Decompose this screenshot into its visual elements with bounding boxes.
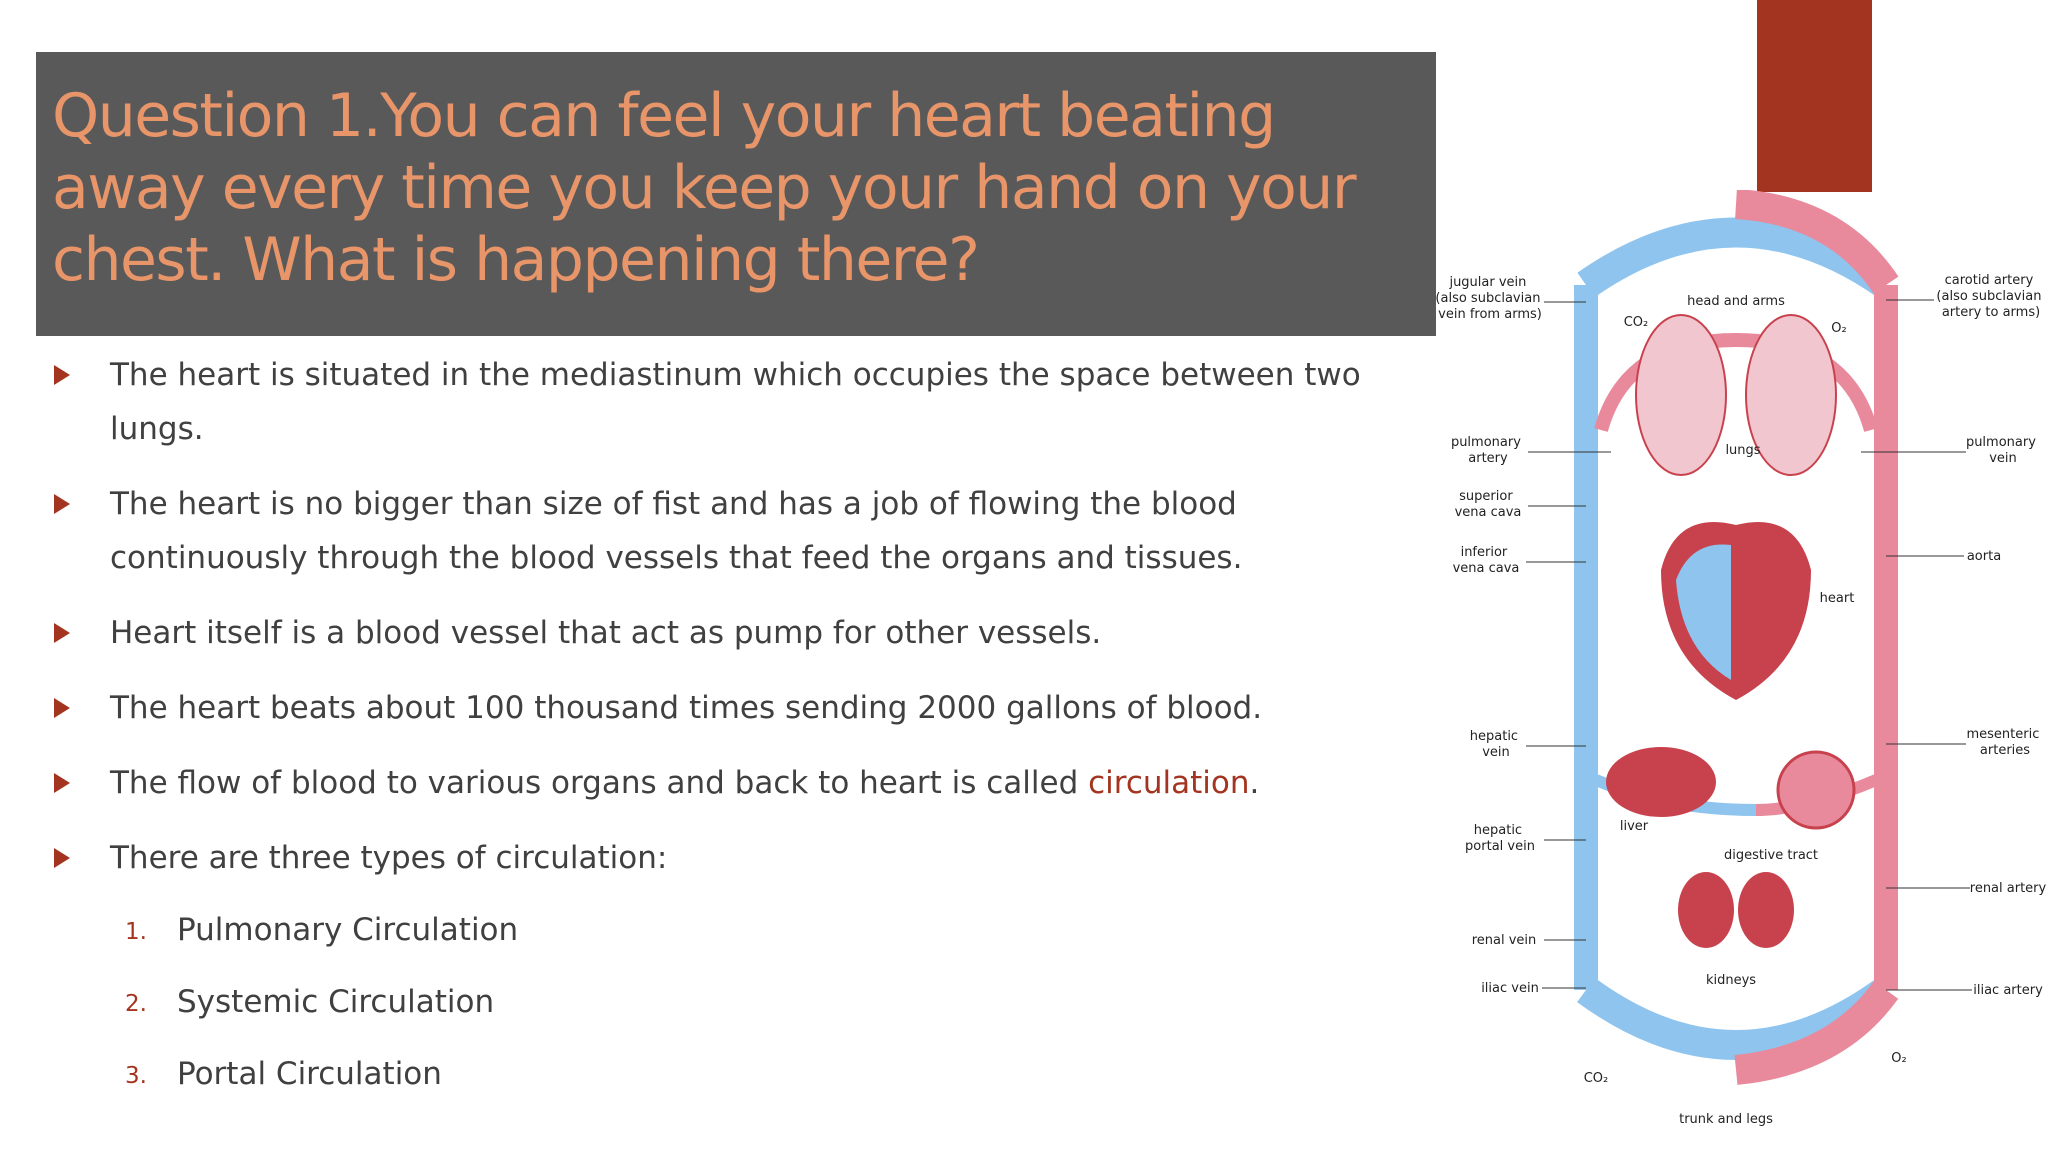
item-text: Systemic Circulation [177, 984, 495, 1020]
bullet-item: Heart itself is a blood vessel that act … [50, 606, 1380, 660]
label-iliac-artery: iliac artery [1973, 983, 2043, 998]
label-head-and-arms: head and arms [1687, 294, 1785, 309]
accent-bar [1757, 0, 1872, 192]
label-inferior-vena-cava: inferior vena cava [1453, 545, 1520, 576]
item-text: Portal Circulation [177, 1056, 442, 1092]
legs-capillary-bed [1577, 977, 1899, 1085]
label-superior-vena-cava: superior vena cava [1455, 489, 1522, 520]
circulation-diagram: jugular vein (also subclavian vein from … [1436, 190, 2047, 1127]
label-hepatic-portal-vein: hepatic portal vein [1465, 823, 1535, 854]
label-iliac-vein: iliac vein [1481, 981, 1539, 996]
label-renal-artery: renal artery [1970, 881, 2047, 896]
bullet-item: There are three types of circulation: [50, 831, 1380, 885]
bullet-text: There are three types of circulation: [110, 840, 668, 876]
bullet-text: Heart itself is a blood vessel that act … [110, 615, 1102, 651]
numbered-item: 3. Portal Circulation [125, 1044, 518, 1116]
label-co2-top: CO₂ [1624, 315, 1649, 330]
bullet-list: The heart is situated in the mediastinum… [50, 348, 1380, 906]
numbered-list: 1. Pulmonary Circulation 2. Systemic Cir… [125, 900, 518, 1116]
bullet-item: The heart beats about 100 thousand times… [50, 681, 1380, 735]
numbered-item: 1. Pulmonary Circulation [125, 900, 518, 972]
label-aorta: aorta [1967, 549, 2001, 564]
label-co2-bottom: CO₂ [1584, 1071, 1609, 1086]
digestive-organ [1776, 750, 1856, 830]
label-digestive-tract: digestive tract [1724, 848, 1818, 863]
label-jugular-vein: jugular vein (also subclavian vein from … [1436, 275, 1545, 322]
bullet-text: The heart is situated in the mediastinum… [110, 357, 1361, 447]
kidney-left [1678, 872, 1734, 948]
label-renal-vein: renal vein [1472, 933, 1537, 948]
label-trunk-and-legs: trunk and legs [1679, 1112, 1773, 1127]
label-kidneys: kidneys [1706, 973, 1756, 988]
bullet-text: The heart beats about 100 thousand times… [110, 690, 1263, 726]
bullet-arrow-icon [54, 773, 70, 793]
bullet-text: The heart is no bigger than size of fist… [110, 486, 1243, 576]
bullet-arrow-icon [54, 494, 70, 514]
label-lungs: lungs [1725, 443, 1760, 458]
liver-organ [1606, 747, 1716, 817]
heart-right-side [1676, 544, 1731, 680]
item-number: 2. [125, 991, 147, 1017]
bullet-arrow-icon [54, 365, 70, 385]
lung-left [1635, 314, 1727, 476]
bullet-arrow-icon [54, 623, 70, 643]
item-number: 3. [125, 1063, 147, 1089]
bullet-text-end: . [1249, 765, 1260, 801]
pulmonary-loop-vessel [1594, 332, 1878, 432]
kidney-right [1738, 872, 1794, 948]
numbered-item: 2. Systemic Circulation [125, 972, 518, 1044]
slide-title: Question 1.You can feel your heart beati… [52, 81, 1357, 295]
label-pulmonary-vein: pulmonary vein [1966, 435, 2040, 466]
bullet-item: The flow of blood to various organs and … [50, 756, 1380, 810]
bullet-item: The heart is situated in the mediastinum… [50, 348, 1380, 456]
label-hepatic-vein: hepatic vein [1470, 729, 1522, 760]
head-capillary-bed [1577, 190, 1899, 298]
label-heart: heart [1820, 591, 1855, 606]
lung-right [1745, 314, 1837, 476]
bullet-arrow-icon [54, 698, 70, 718]
bullet-text: The flow of blood to various organs and … [110, 765, 1089, 801]
bullet-item: The heart is no bigger than size of fist… [50, 477, 1380, 585]
label-carotid-artery: carotid artery (also subclavian artery t… [1936, 273, 2045, 320]
item-number: 1. [125, 919, 147, 945]
circulation-highlight: circulation [1088, 765, 1250, 801]
bullet-arrow-icon [54, 848, 70, 868]
label-liver: liver [1620, 819, 1649, 834]
label-o2-top: O₂ [1831, 321, 1846, 336]
title-band: Question 1.You can feel your heart beati… [36, 52, 1436, 336]
label-pulmonary-artery: pulmonary artery [1451, 435, 1525, 466]
label-mesenteric-arteries: mesenteric arteries [1966, 727, 2043, 758]
item-text: Pulmonary Circulation [177, 912, 519, 948]
label-o2-bottom: O₂ [1891, 1051, 1906, 1066]
